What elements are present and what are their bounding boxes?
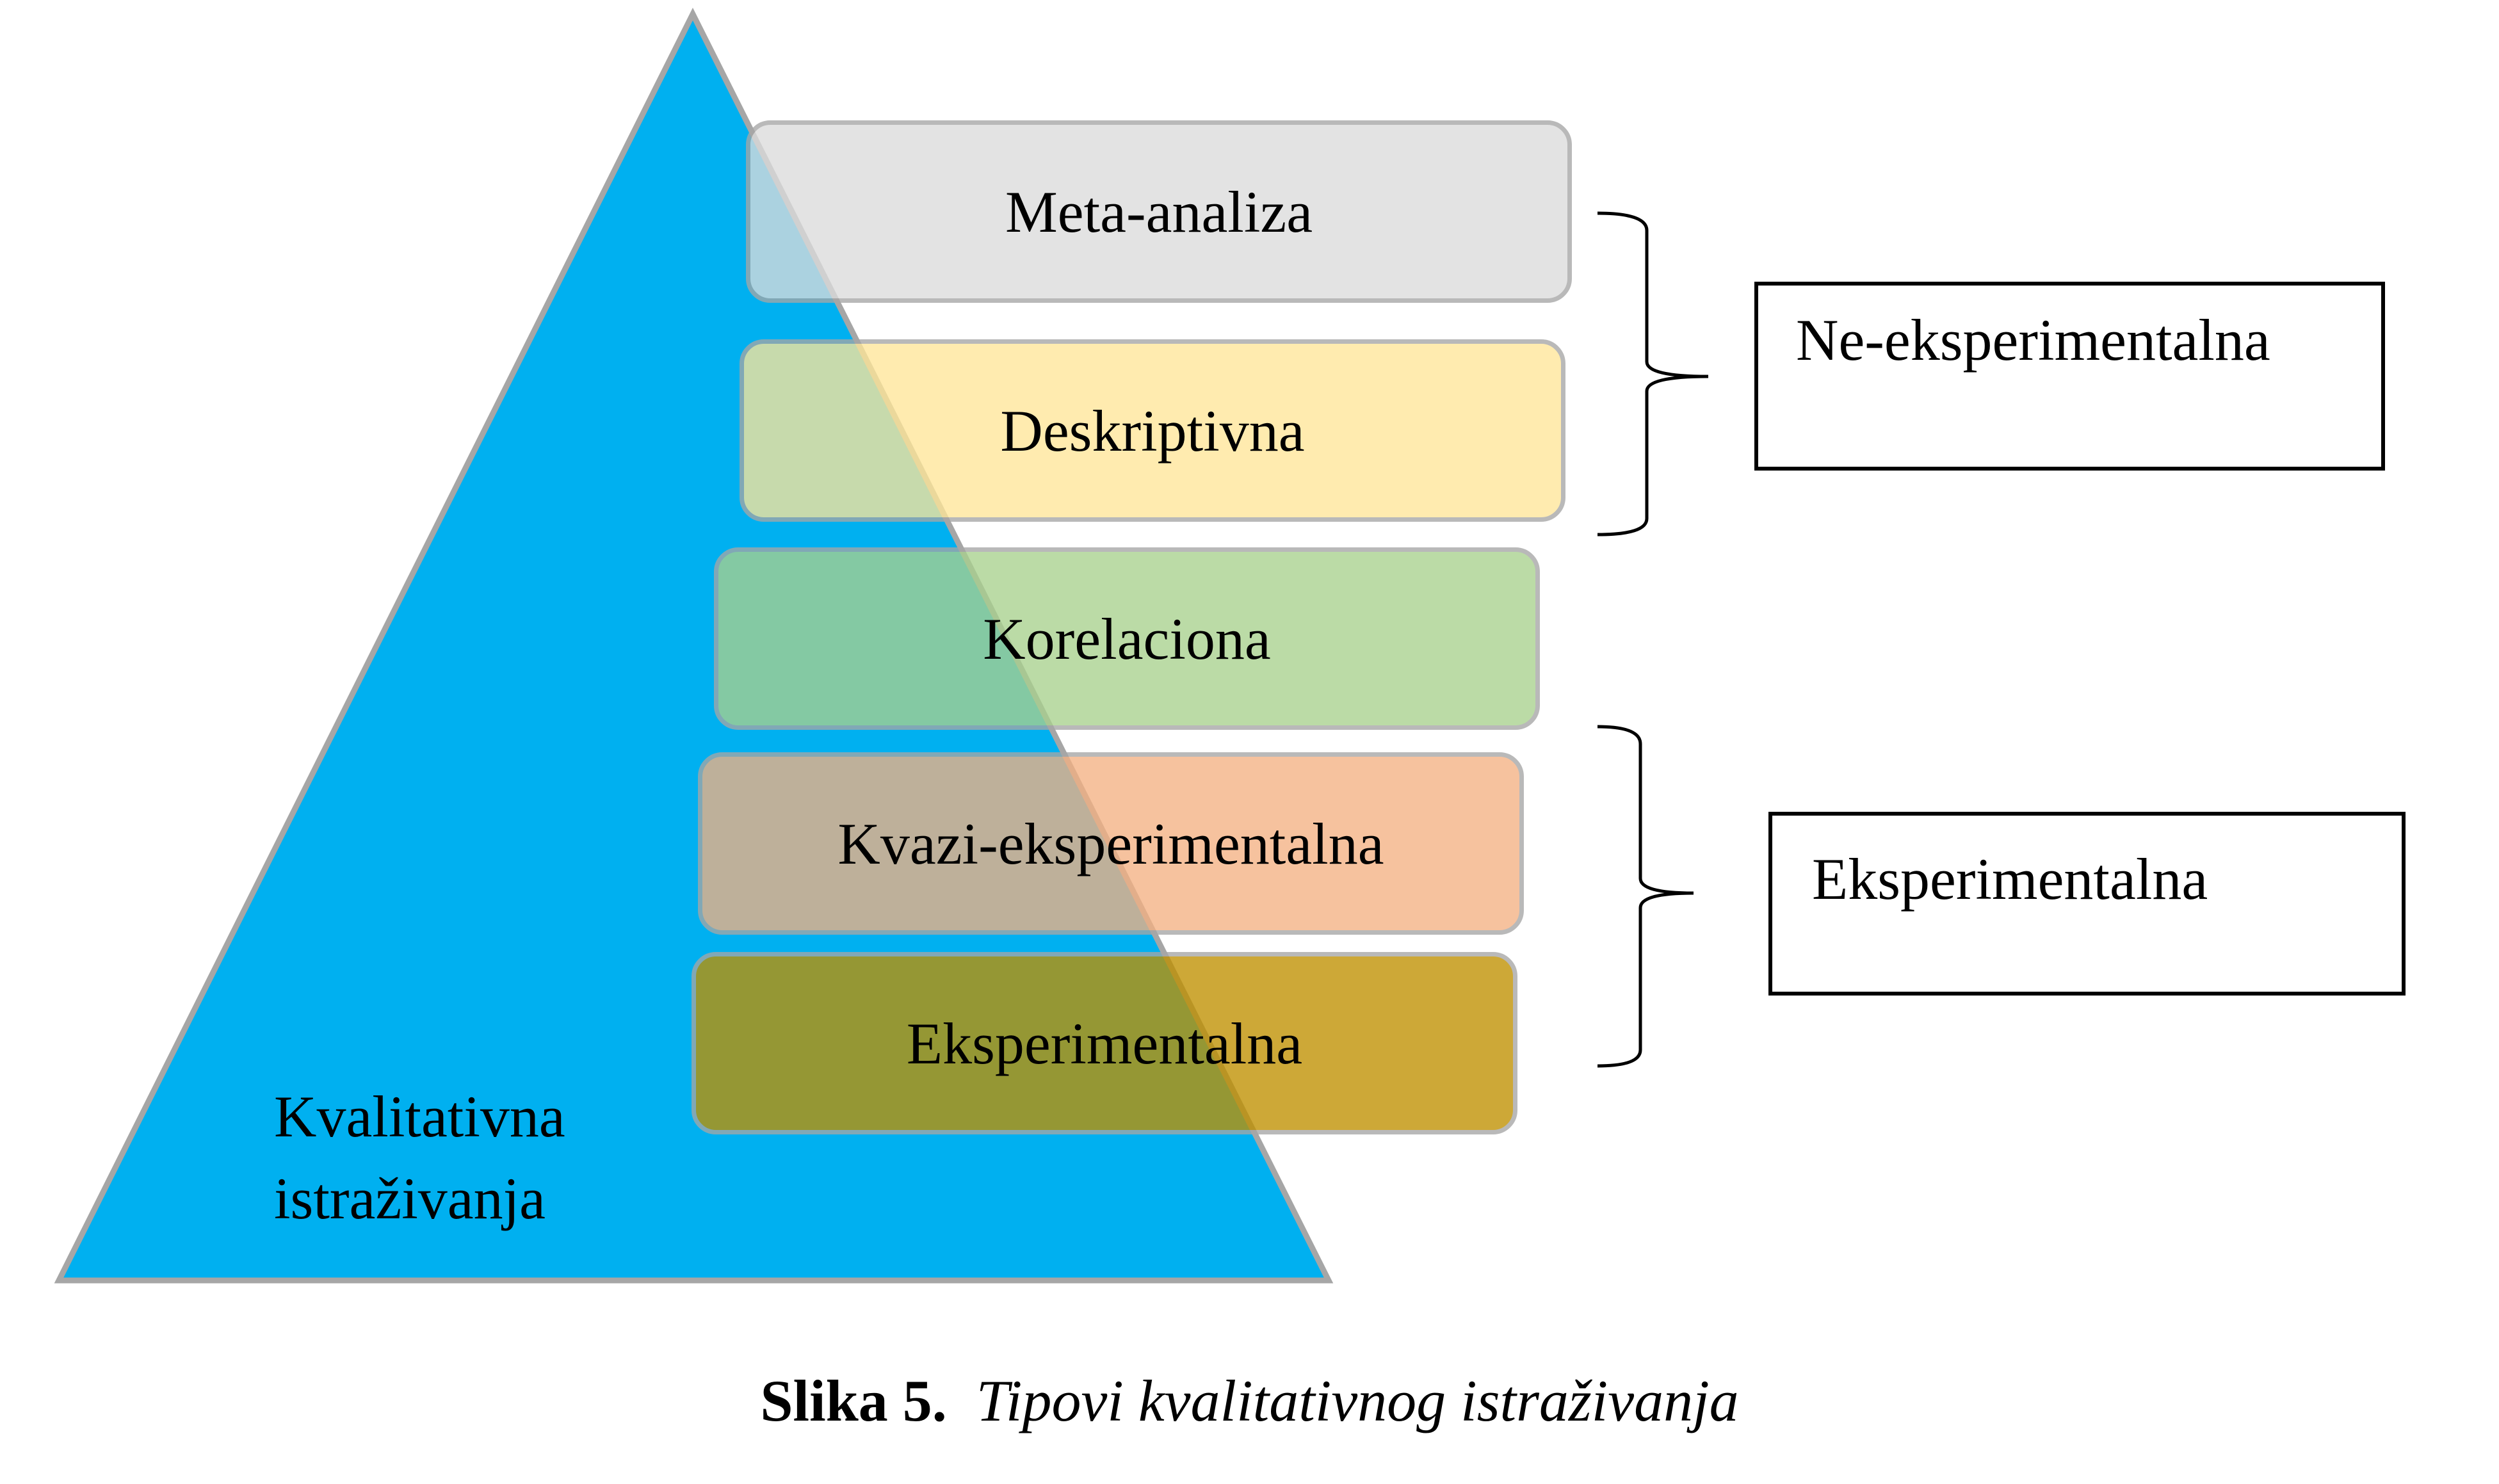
category-box-non-experimental [1754,282,2385,471]
level-label-korelaciona: Korelaciona [983,606,1271,672]
level-box-kvazi-eksperimentalna [698,752,1524,935]
pyramid-label-line2: istraživanja [274,1166,546,1231]
pyramid-label: Kvalitativna istraživanja [274,1076,565,1239]
brace-non-experimental [1597,211,1709,536]
level-box-korelaciona [714,547,1540,730]
level-label-deskriptivna: Deskriptivna [1000,398,1305,464]
pyramid-label-line1: Kvalitativna [274,1084,565,1149]
level-label-eksperimentalna: Eksperimentalna [906,1010,1303,1076]
level-box-eksperimentalna [691,952,1517,1134]
level-label-kvazi-eksperimentalna: Kvazi-eksperimentalna [837,811,1384,876]
level-box-meta-analiza [746,120,1572,303]
caption-text: Tipovi kvalitativnog istraživanja [976,1368,1739,1433]
brace-experimental [1597,725,1694,1068]
category-label-non-experimental: Ne-eksperimentalna [1796,307,2270,373]
level-box-deskriptivna [740,339,1565,522]
level-label-meta-analiza: Meta-analiza [1005,179,1313,245]
caption-number: Slika 5. [760,1368,947,1433]
category-box-experimental [1768,812,2406,996]
category-label-experimental: Eksperimentalna [1812,846,2208,912]
figure-caption: Slika 5. Tipovi kvalitativnog istraživan… [0,1367,2499,1435]
